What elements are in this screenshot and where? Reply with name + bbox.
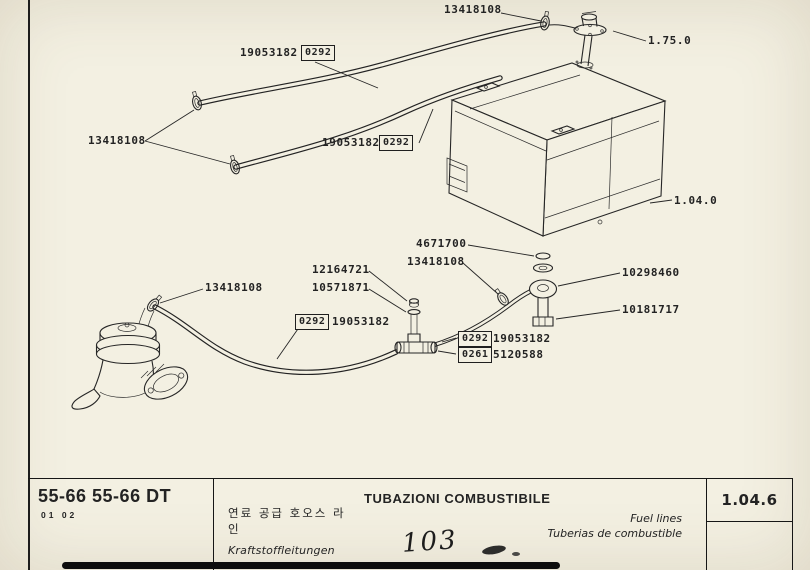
part-number-label: 13418108 [88, 134, 146, 147]
revision-code-label: 0261 [458, 347, 493, 363]
part-number-label: 19053182 [332, 315, 390, 328]
title-english: Fuel lines [630, 512, 682, 525]
tee-connector-assembly [394, 298, 438, 354]
title-korean: 연료 공급 호오스 라인 [228, 506, 346, 536]
fuel-hose-lower [152, 304, 399, 375]
part-number-label: 1.04.0 [674, 194, 718, 207]
fuel-hose-upper-front [197, 21, 547, 106]
revision-code-label: 0292 [379, 135, 414, 151]
fuel-sender-unit [548, 11, 607, 70]
part-number-label: 1.75.0 [648, 34, 692, 47]
fuel-pump [71, 307, 189, 410]
title-english-spanish: Fuel lines Tuberias de combustible [548, 511, 682, 541]
hose-clamp-icon [539, 10, 552, 32]
fuel-tank [446, 62, 667, 237]
hose-clamp-icon [189, 90, 204, 112]
part-number-label: 13418108 [205, 281, 263, 294]
page-edge-shadow [62, 562, 560, 569]
model-cell: 55-66 55-66 DT 01 02 [28, 479, 213, 570]
title-italian: TUBAZIONI COMBUSTIBILE [364, 491, 551, 506]
footer-table: 55-66 55-66 DT 01 02 연료 공급 호오스 라인 Krafts… [28, 478, 793, 570]
title-spanish: Tuberias de combustible [547, 527, 682, 540]
revision-code-label: 0292 [301, 45, 336, 61]
language-cell: 연료 공급 호오스 라인 Kraftstoffleitungen [213, 479, 353, 570]
part-number-label: 10181717 [622, 303, 680, 316]
part-number-label: 4671700 [416, 237, 467, 250]
banjo-fitting-assembly [528, 252, 558, 327]
hose-clamp-icon [492, 286, 512, 308]
part-number-label: 10298460 [622, 266, 680, 279]
page-left-rule [28, 0, 30, 570]
part-number-label: 19053182 [493, 332, 551, 345]
part-number-label: 13418108 [444, 3, 502, 16]
revision-code-label: 0292 [295, 314, 330, 330]
part-number-label: 19053182 [240, 46, 298, 59]
part-number-label: 19053182 [322, 136, 380, 149]
title-german: Kraftstoffleitungen [228, 544, 335, 557]
scan-artifact [512, 552, 520, 556]
part-number-label: 5120588 [493, 348, 544, 361]
fuel-pipe-to-banjo [431, 288, 534, 348]
model-codes: 55-66 55-66 DT [38, 486, 172, 506]
section-code-cell: 1.04.6 [706, 479, 792, 570]
model-variant-codes: 01 02 [41, 510, 78, 520]
section-code: 1.04.6 [707, 479, 792, 522]
fuel-hose-upper-rear [233, 75, 503, 170]
handwritten-page-number: 103 [401, 525, 459, 559]
revision-code-label: 0292 [458, 331, 493, 347]
part-number-label: 13418108 [407, 255, 465, 268]
leader-lines [144, 12, 673, 360]
part-number-label: 10571871 [312, 281, 370, 294]
part-number-label: 12164721 [312, 263, 370, 276]
